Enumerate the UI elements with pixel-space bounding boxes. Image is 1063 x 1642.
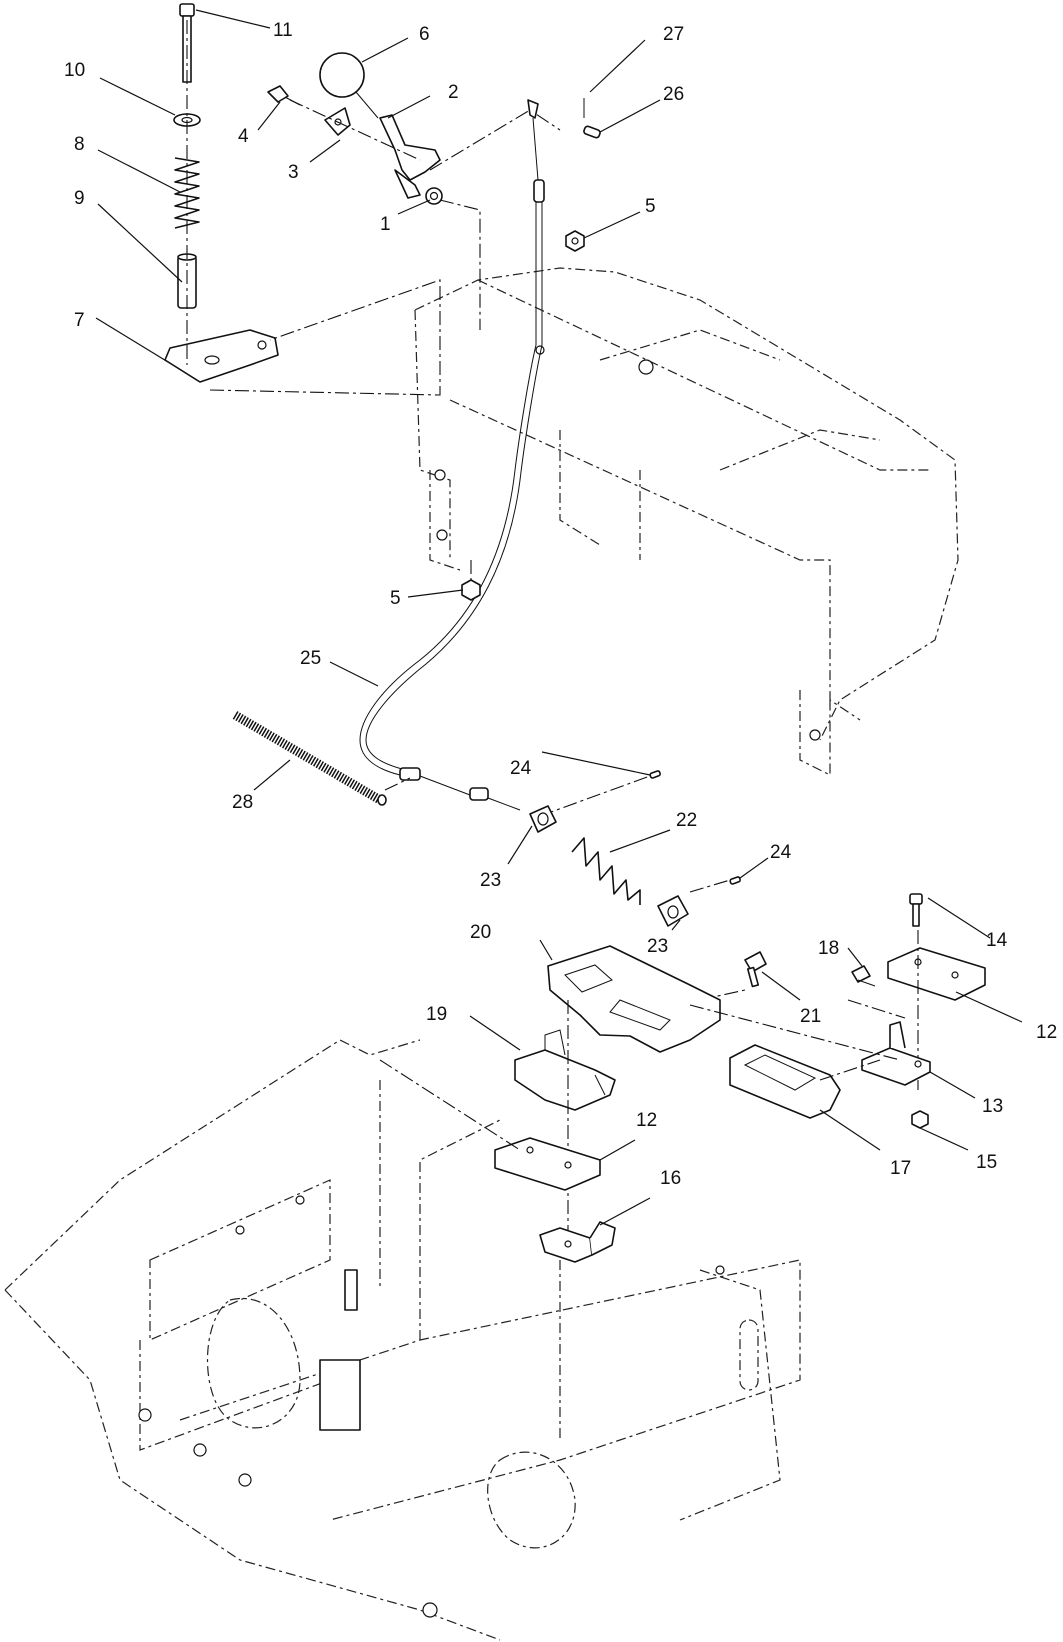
- frame-hole: [638, 359, 654, 375]
- frame-hole: [434, 469, 446, 481]
- callout-7: 7: [74, 310, 85, 331]
- part-19-bracket: [514, 1029, 616, 1111]
- part-12-plate-middle: [494, 1137, 601, 1191]
- part-12-plate-right: [887, 947, 986, 1001]
- part-2-lever: [379, 114, 441, 199]
- frame-hole: [193, 1443, 207, 1457]
- callout-15: 15: [976, 1152, 997, 1173]
- part-6-knob: [319, 52, 379, 119]
- callout-25: 25: [300, 648, 321, 669]
- callout-19: 19: [426, 1004, 447, 1025]
- assembly-guide: [429, 109, 561, 171]
- part-28-spring: [232, 711, 387, 806]
- frame-hole: [436, 529, 448, 541]
- callout-12-middle: 12: [636, 1110, 657, 1131]
- part-20-bracket: [547, 945, 721, 1053]
- assembly-guide: [209, 279, 441, 396]
- part-14-bolt: [909, 893, 923, 927]
- part-24-pin-b: [729, 876, 741, 885]
- callout-3: 3: [288, 162, 299, 183]
- callout-5-upper: 5: [645, 196, 656, 217]
- assembly-guide: [379, 1059, 521, 1151]
- assembly-guide: [289, 99, 421, 161]
- callout-28: 28: [232, 792, 253, 813]
- assembly-guide: [819, 1059, 881, 1081]
- assembly-guide: [384, 777, 411, 791]
- frame-hole: [295, 1195, 305, 1205]
- part-22-spring: [571, 837, 641, 905]
- assembly-guide: [689, 1004, 901, 1061]
- part-13-bracket: [861, 1021, 931, 1086]
- frame-block: [319, 1359, 361, 1431]
- callout-21: 21: [800, 1006, 821, 1027]
- callout-18: 18: [818, 938, 839, 959]
- callout-22: 22: [676, 810, 697, 831]
- callout-23-left: 23: [480, 870, 501, 891]
- callout-1: 1: [380, 214, 391, 235]
- part-23-spacer-b: [657, 895, 689, 927]
- callout-10: 10: [64, 60, 85, 81]
- callout-4: 4: [238, 126, 249, 147]
- callout-labels: 11 6 27 10 2 26 4 8 3 5 9 1 7 5 25 24 28…: [64, 20, 1057, 1189]
- part-5-nut-lower: [461, 579, 481, 601]
- part-7-bracket: [164, 329, 279, 383]
- callout-23-right: 23: [647, 936, 668, 957]
- callout-8: 8: [74, 134, 85, 155]
- callout-16: 16: [660, 1168, 681, 1189]
- frame-hole: [809, 729, 821, 741]
- part-23-spacer-a: [529, 805, 557, 833]
- lower-frame: [4, 1039, 801, 1641]
- callout-11: 11: [273, 20, 293, 41]
- part-8-spring: [174, 157, 200, 229]
- part-16-clip: [539, 1221, 616, 1263]
- frame-hole: [138, 1408, 152, 1422]
- callout-27: 27: [663, 24, 684, 45]
- assembly-guide: [539, 775, 651, 817]
- callout-6: 6: [419, 24, 430, 45]
- callout-13: 13: [982, 1096, 1003, 1117]
- callout-26: 26: [663, 84, 684, 105]
- part-24-pin-a: [649, 770, 661, 779]
- callout-5-lower: 5: [390, 588, 401, 609]
- callout-20: 20: [470, 922, 491, 943]
- part-18-bolt: [851, 965, 876, 987]
- upper-frame: [414, 267, 959, 776]
- frame-hole: [238, 1473, 252, 1487]
- callout-12-right: 12: [1036, 1022, 1057, 1043]
- part-15-nut: [911, 1110, 929, 1129]
- callout-2: 2: [448, 82, 459, 103]
- part-5-nut-upper: [565, 230, 585, 252]
- assembly-guide: [847, 999, 906, 1019]
- frame-hole: [422, 1602, 438, 1618]
- part-17-bracket: [729, 1044, 841, 1119]
- part-21-bolt: [744, 951, 767, 988]
- part-1-bushing: [425, 187, 443, 205]
- part-25-cable: [359, 99, 545, 811]
- frame-hole: [235, 1225, 245, 1235]
- assembly-guide: [689, 879, 731, 893]
- part-26-clevis-pin: [583, 125, 601, 139]
- leader-lines: [95, 9, 1023, 1226]
- callout-14: 14: [986, 930, 1008, 951]
- frame-stud: [344, 1269, 358, 1311]
- callout-24-lower: 24: [770, 842, 792, 863]
- frame-hole: [715, 1265, 725, 1275]
- callout-24-upper: 24: [510, 758, 532, 779]
- callout-17: 17: [890, 1158, 911, 1179]
- callout-9: 9: [74, 188, 85, 209]
- assembly-guide: [439, 199, 481, 330]
